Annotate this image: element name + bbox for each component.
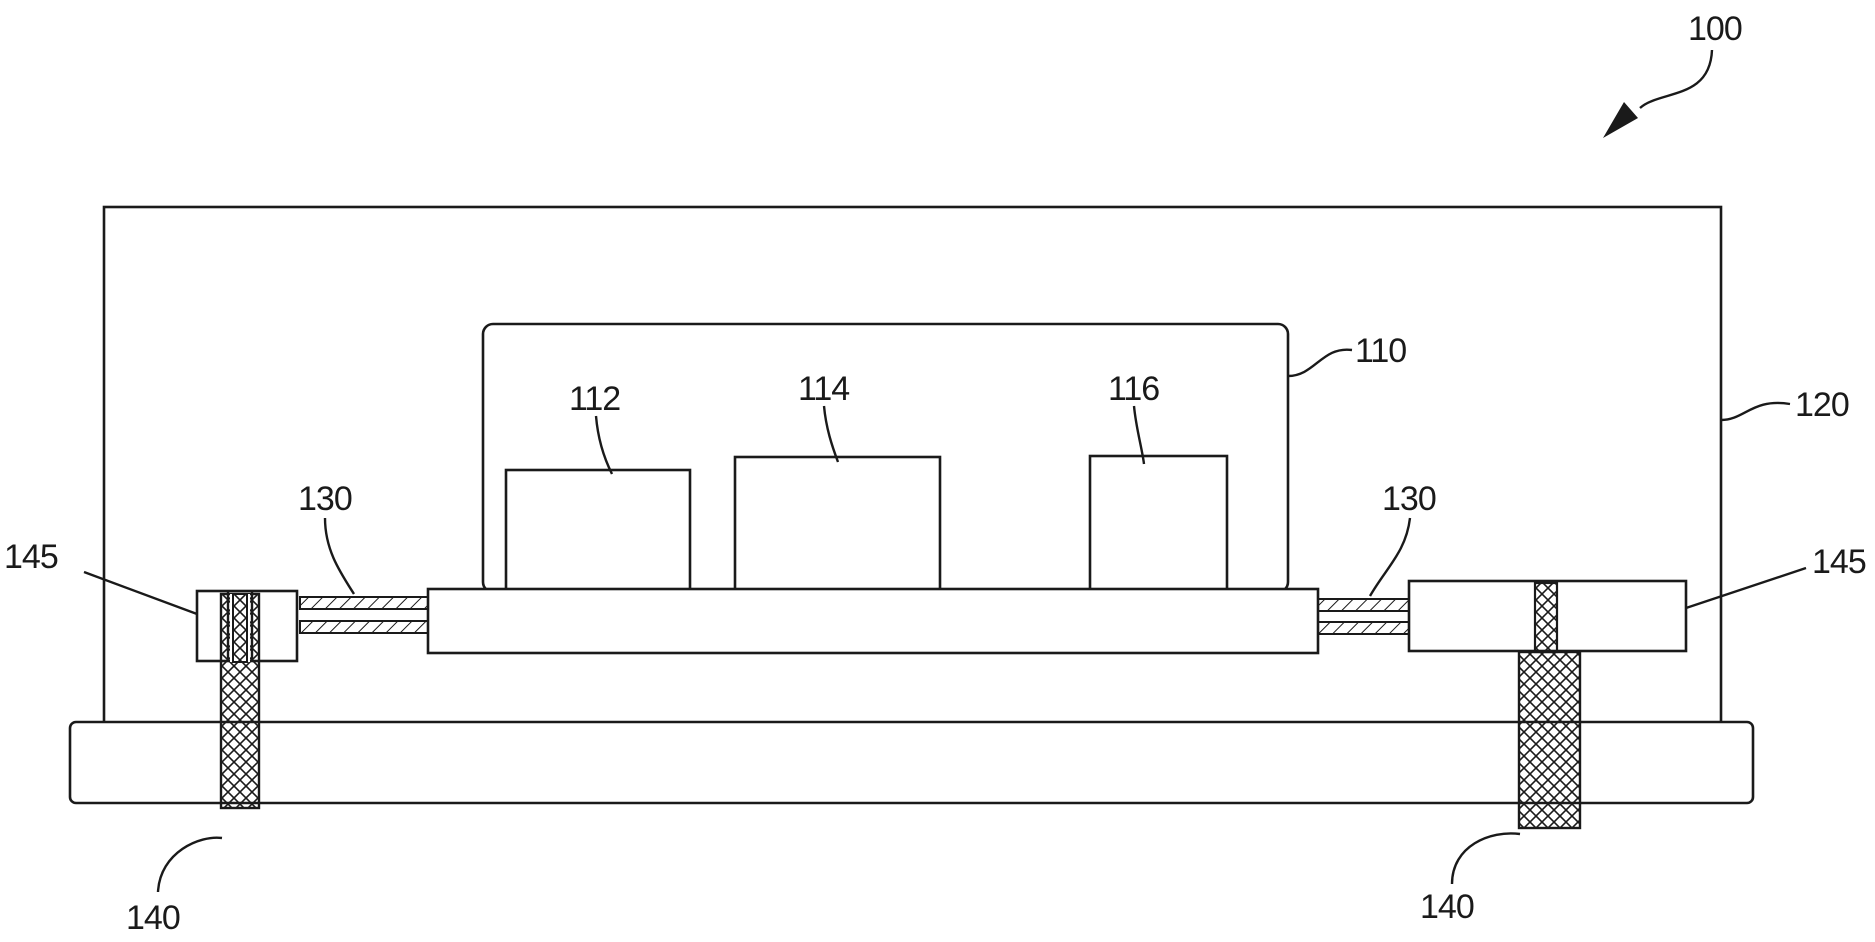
- label-spacer-left: 130: [298, 480, 352, 518]
- assembly-arrow-head: [1603, 102, 1638, 138]
- leader-housing: [1721, 403, 1790, 420]
- spacer-right-lower: [1318, 622, 1410, 634]
- component-116: [1090, 456, 1227, 592]
- label-component-116: 116: [1108, 370, 1159, 408]
- leader-pin-right: [1452, 833, 1520, 884]
- label-component-112: 112: [569, 380, 620, 418]
- label-pin-right: 140: [1420, 888, 1474, 926]
- assembly-arrow-shaft: [1640, 50, 1712, 108]
- label-component-114: 114: [798, 370, 849, 408]
- leader-pin-left: [158, 838, 222, 892]
- pin-right-head: [1535, 583, 1557, 652]
- label-clip-right: 145: [1812, 543, 1866, 581]
- spacer-left-lower: [300, 621, 428, 633]
- substrate: [428, 589, 1318, 653]
- component-112: [506, 470, 690, 592]
- label-pin-left: 140: [126, 899, 180, 937]
- label-assembly: 100: [1688, 10, 1742, 48]
- label-housing: 120: [1795, 386, 1849, 424]
- label-clip-left: 145: [4, 538, 58, 576]
- pin-right-shaft: [1519, 652, 1580, 828]
- label-inner-module: 110: [1355, 332, 1406, 370]
- spacer-left-upper: [300, 597, 428, 609]
- base-plate: [70, 722, 1753, 803]
- component-114: [735, 457, 940, 592]
- pin-left-core: [233, 594, 247, 662]
- label-spacer-right: 130: [1382, 480, 1436, 518]
- spacer-right-upper: [1318, 599, 1410, 611]
